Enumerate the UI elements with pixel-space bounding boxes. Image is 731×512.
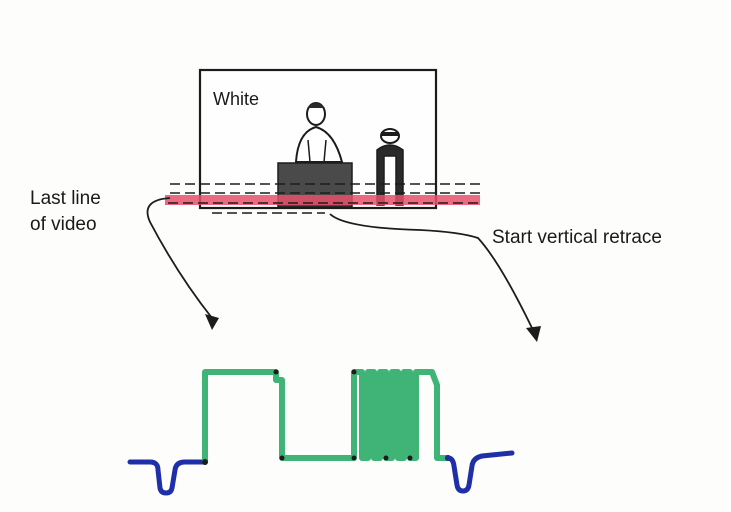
microphone-stand [376, 128, 404, 206]
sync-pulse-right [445, 450, 515, 494]
arrow-start-retrace [329, 213, 541, 342]
arrow-last-line [146, 197, 219, 330]
person-figure [294, 102, 344, 163]
waveform-joints [202, 369, 451, 465]
label-of-video: of video [30, 214, 97, 235]
last-scanline-band [165, 195, 480, 205]
screen-label-white: White [213, 89, 259, 109]
dashed-scanlines [168, 183, 482, 214]
label-start-vertical-retrace: Start vertical retrace [492, 227, 662, 248]
label-last-line: Last line [30, 188, 101, 209]
video-signal-waveform [202, 369, 451, 465]
sync-pulse-left [127, 459, 208, 496]
